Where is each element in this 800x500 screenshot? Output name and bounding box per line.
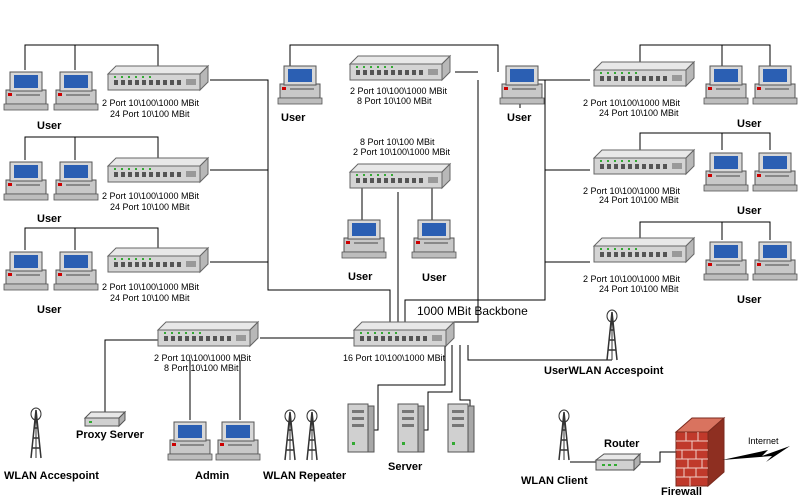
- switch-label: 24 Port 10\100 MBit: [110, 202, 190, 212]
- user-pc[interactable]: [3, 251, 49, 291]
- user-pc[interactable]: [411, 219, 457, 259]
- network-switch[interactable]: [593, 149, 695, 175]
- center-top-group: User 2 Port 10\100\1000 MBit 8 Port 10\1…: [277, 55, 545, 124]
- network-switch[interactable]: [107, 65, 209, 91]
- user-label: User: [281, 112, 306, 124]
- firewall-icon[interactable]: [674, 416, 726, 488]
- switch-label: 16 Port 10\100\1000 MBit: [343, 353, 446, 363]
- user-label: User: [422, 272, 447, 284]
- switch-label: 2 Port 10\100\1000 MBit: [583, 98, 681, 108]
- left-group-1: 2 Port 10\100\1000 MBit 24 Port 10\100 M…: [3, 65, 209, 132]
- server-tower[interactable]: [347, 403, 375, 453]
- user-label: User: [737, 118, 762, 130]
- router[interactable]: [594, 452, 642, 472]
- network-switch[interactable]: [107, 157, 209, 183]
- user-pc[interactable]: [341, 219, 387, 259]
- user-label: User: [37, 213, 62, 225]
- switch-label: 2 Port 10\100\1000 MBit: [102, 191, 200, 201]
- wlan-tower-icon: [30, 407, 42, 459]
- network-switch[interactable]: [349, 163, 451, 189]
- user-label: User: [37, 304, 62, 316]
- user-pc[interactable]: [53, 161, 99, 201]
- admin-switch-group: 2 Port 10\100\1000 MBit 8 Port 10\100 MB…: [154, 321, 259, 373]
- lightning-icon: [722, 446, 790, 462]
- right-group-1: 2 Port 10\100\1000 MBit 24 Port 10\100 M…: [583, 61, 798, 130]
- backbone-group: 1000 MBit Backbone 16 Port 10\100\1000 M…: [343, 304, 664, 377]
- switch-label: 8 Port 10\100 MBit: [164, 363, 239, 373]
- wlan-ap-label: WLAN Accespoint: [4, 470, 99, 482]
- internet-group: WLAN Client Router Firewall: [521, 409, 790, 498]
- server-label: Server: [388, 461, 423, 473]
- router-label: Router: [604, 438, 640, 450]
- center-mid-group: 8 Port 10\100 MBit 2 Port 10\100\1000 MB…: [341, 137, 457, 284]
- user-pc[interactable]: [752, 241, 798, 281]
- proxy-server[interactable]: [83, 410, 127, 428]
- user-pc[interactable]: [703, 241, 749, 281]
- user-pc[interactable]: [277, 65, 323, 105]
- connection-lines: [24, 44, 771, 463]
- switch-label: 2 Port 10\100\1000 MBit: [583, 186, 681, 196]
- user-label: User: [37, 120, 62, 132]
- network-switch[interactable]: [349, 55, 451, 81]
- network-switch[interactable]: [593, 237, 695, 263]
- user-pc[interactable]: [53, 71, 99, 111]
- proxy-label: Proxy Server: [76, 429, 145, 441]
- user-wlan-label: UserWLAN Accespoint: [544, 365, 664, 377]
- server-tower[interactable]: [397, 403, 425, 453]
- switch-label: 8 Port 10\100 MBit: [357, 96, 432, 106]
- network-switch[interactable]: [593, 61, 695, 87]
- admin-pc[interactable]: [215, 421, 261, 461]
- switch-label: 2 Port 10\100\1000 MBit: [353, 147, 451, 157]
- wlan-tower-icon: [284, 409, 296, 461]
- backbone-switch[interactable]: [353, 321, 455, 347]
- user-pc[interactable]: [53, 251, 99, 291]
- user-pc[interactable]: [3, 71, 49, 111]
- switch-label: 24 Port 10\100 MBit: [599, 284, 679, 294]
- user-label: User: [737, 205, 762, 217]
- user-label: User: [507, 112, 532, 124]
- user-label: User: [348, 271, 373, 283]
- user-pc[interactable]: [499, 65, 545, 105]
- switch-label: 2 Port 10\100\1000 MBit: [154, 353, 252, 363]
- user-pc[interactable]: [703, 152, 749, 192]
- server-tower[interactable]: [447, 403, 475, 453]
- right-group-2: 2 Port 10\100\1000 MBit 24 Port 10\100 M…: [583, 149, 798, 217]
- backbone-label: 1000 MBit Backbone: [417, 304, 528, 318]
- internet-label: Internet: [748, 436, 779, 446]
- firewall-label: Firewall: [661, 486, 702, 498]
- switch-label: 24 Port 10\100 MBit: [110, 293, 190, 303]
- wlan-client-label: WLAN Client: [521, 475, 588, 487]
- switch-label: 2 Port 10\100\1000 MBit: [583, 274, 681, 284]
- user-pc[interactable]: [752, 65, 798, 105]
- switch-label: 2 Port 10\100\1000 MBit: [102, 282, 200, 292]
- switch-label: 24 Port 10\100 MBit: [599, 195, 679, 205]
- user-pc[interactable]: [752, 152, 798, 192]
- switch-label: 24 Port 10\100 MBit: [599, 108, 679, 118]
- right-group-3: 2 Port 10\100\1000 MBit 24 Port 10\100 M…: [583, 237, 798, 306]
- server-group: Server: [347, 403, 475, 473]
- switch-label: 2 Port 10\100\1000 MBit: [102, 98, 200, 108]
- switch-label: 24 Port 10\100 MBit: [110, 109, 190, 119]
- network-switch[interactable]: [107, 247, 209, 273]
- admin-pc[interactable]: [167, 421, 213, 461]
- wlan-tower-icon: [558, 409, 570, 461]
- wlan-tower-icon: [606, 309, 618, 361]
- user-label: User: [737, 294, 762, 306]
- repeater-group: WLAN Repeater: [263, 409, 347, 482]
- admin-label: Admin: [195, 470, 230, 482]
- switch-label: 2 Port 10\100\1000 MBit: [350, 86, 448, 96]
- left-group-3: 2 Port 10\100\1000 MBit 24 Port 10\100 M…: [3, 247, 209, 316]
- repeater-label: WLAN Repeater: [263, 470, 347, 482]
- admin-group: Admin: [167, 421, 261, 482]
- user-pc[interactable]: [703, 65, 749, 105]
- left-group-2: 2 Port 10\100\1000 MBit 24 Port 10\100 M…: [3, 157, 209, 225]
- wlan-tower-icon: [306, 409, 318, 461]
- user-pc[interactable]: [3, 161, 49, 201]
- proxy-group: Proxy Server WLAN Accespoint: [4, 407, 145, 482]
- switch-label: 8 Port 10\100 MBit: [360, 137, 435, 147]
- network-switch[interactable]: [157, 321, 259, 347]
